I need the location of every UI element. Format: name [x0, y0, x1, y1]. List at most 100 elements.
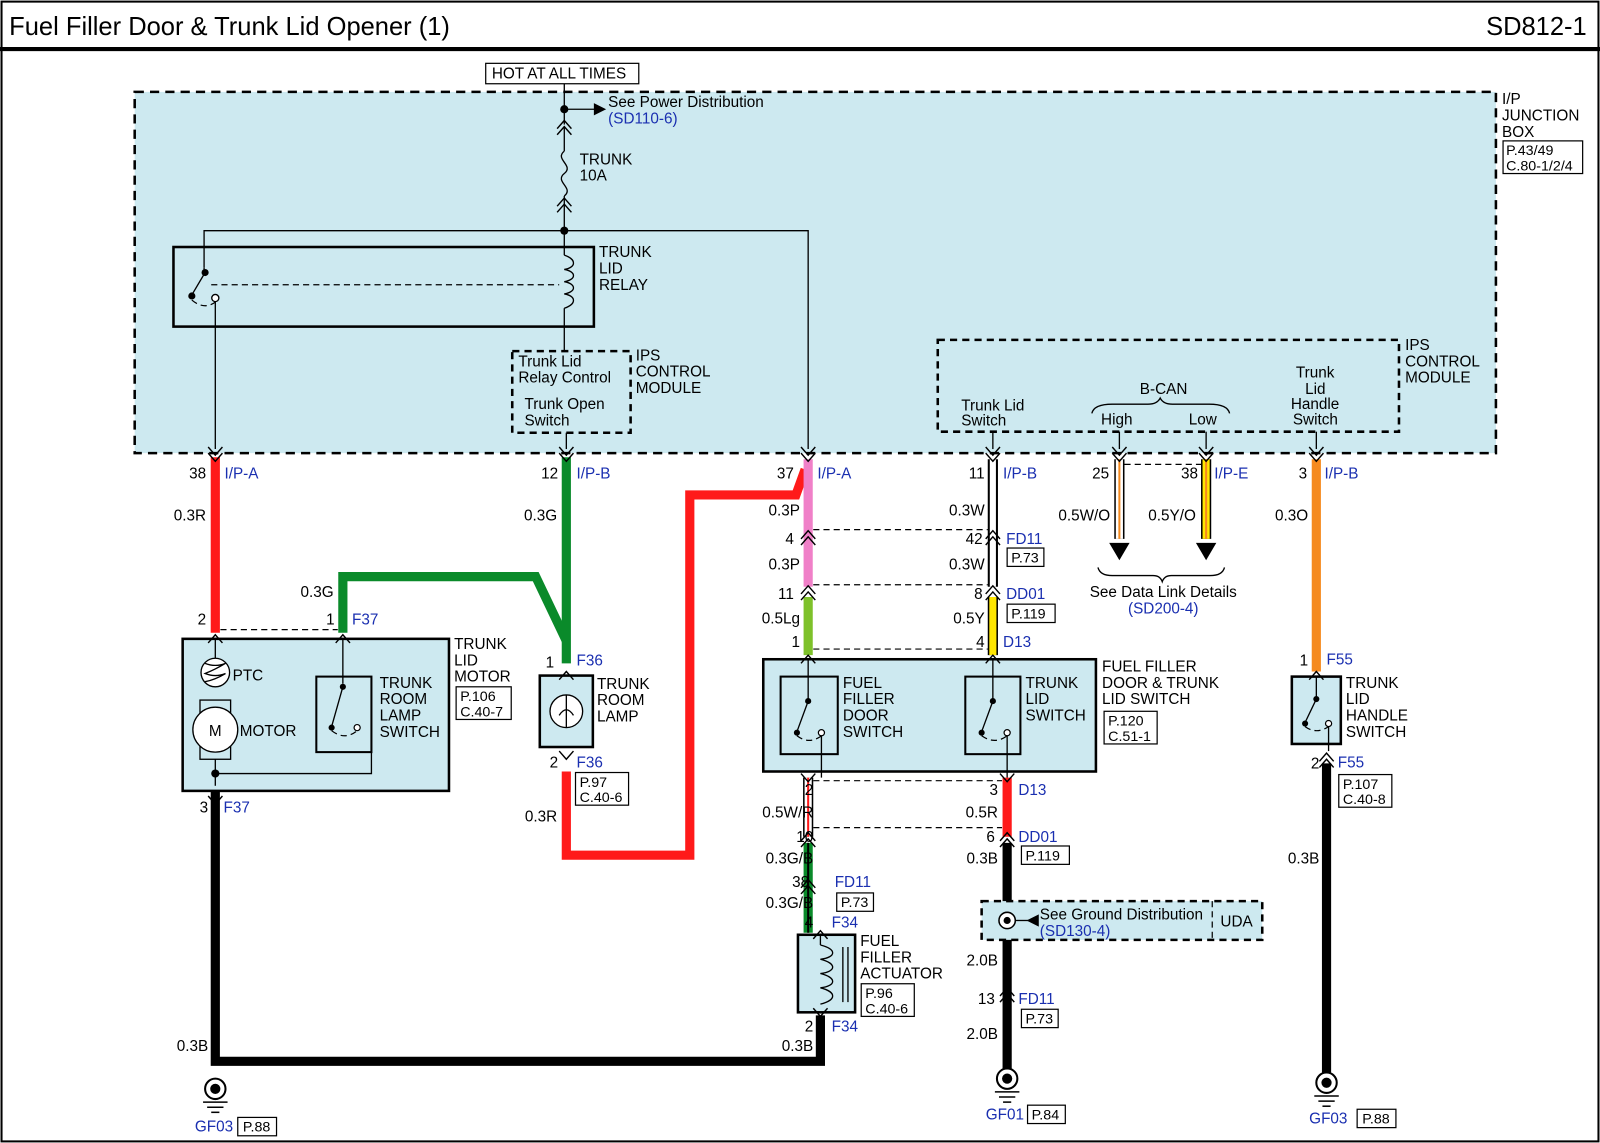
wire-label-0.3G/B-a: 0.3G/B [766, 850, 814, 867]
ffd-switch-arm [796, 700, 809, 732]
wire-label-2.0B-b: 2.0B [966, 1026, 997, 1043]
actuator-label-2: FILLER [860, 949, 912, 966]
ground-gf03-right-ref: P.88 [1362, 1112, 1390, 1128]
wire-label-0.3R-b: 0.3R [525, 809, 557, 826]
ground-gf03-left-ref: P.88 [243, 1120, 271, 1136]
actuator-label-1: FUEL [860, 933, 899, 950]
lamp-ref-box [574, 771, 630, 806]
conn-ipb-1: I/P-B [577, 466, 611, 483]
conn-ipb-3: I/P-B [1324, 466, 1358, 483]
wire-label-0.5Lg: 0.5Lg [762, 611, 800, 628]
motor-label: MOTOR [240, 723, 297, 740]
room-switch-arc [331, 730, 358, 737]
handle-label-3: HANDLE [1346, 707, 1408, 724]
conn-ipb-3-icon [1308, 446, 1325, 463]
tls-switch-contact [978, 729, 985, 736]
lamp-label-1: TRUNK [597, 676, 650, 693]
handle-ref-1: P.107 [1343, 777, 1379, 793]
ips1-label-2: CONTROL [636, 364, 711, 381]
conn-fd11-13-icon [999, 986, 1015, 1003]
pin-11-dd01: 11 [778, 586, 794, 603]
ptc-label: PTC [233, 668, 264, 685]
hot-at-all-times-box [485, 62, 640, 85]
wire-label-0.5W/R: 0.5W/R [762, 804, 813, 821]
motor-label-2: LID [454, 652, 478, 669]
pin-25: 25 [1092, 466, 1109, 483]
actuator-label-3: ACTUATOR [860, 966, 943, 983]
ips2-handle-1: Trunk [1296, 365, 1335, 382]
ffd-label-4: SWITCH [843, 724, 903, 741]
power-distribution-note: See Power Distribution [608, 94, 764, 111]
pin-42: 42 [966, 531, 983, 548]
tls-label-1: TRUNK [1026, 675, 1079, 692]
pin-2-f55: 2 [1311, 755, 1320, 772]
pin-2-lamp: 2 [550, 754, 559, 771]
data-link-arrow-low-icon [1195, 542, 1217, 561]
tls-switch-open-contact [1003, 729, 1011, 737]
pin-1-ff: 1 [791, 634, 800, 651]
conn-fd11-42-icon [985, 529, 1001, 546]
conn-d13-b: D13 [1018, 782, 1046, 799]
pin-1-lamp: 1 [546, 654, 555, 671]
relay-contact [188, 292, 196, 300]
conn-ipa-38-icon [207, 446, 223, 463]
wire-0.3G-room-switch [338, 572, 571, 643]
pin-2-ff: 2 [805, 782, 814, 799]
dd01-b-ref: P.119 [1026, 848, 1060, 864]
bcan-brace [1091, 396, 1231, 414]
ips-module-1 [510, 349, 632, 435]
pin-12: 12 [541, 466, 558, 483]
conn-ipe-38-icon [1198, 446, 1214, 463]
ips2-label-1: IPS [1405, 337, 1430, 354]
ground-distribution-note: See Ground Distribution [1040, 906, 1203, 923]
dd01-b-ref-box [1020, 845, 1071, 865]
conn-f55-a: F55 [1327, 651, 1353, 668]
conn-fd11-c: FD11 [835, 874, 871, 891]
power-distribution-ref: (SD110-6) [608, 111, 677, 128]
fuel-filler-door-switch [779, 675, 839, 756]
handle-pin1-icon [1308, 670, 1325, 681]
wire-label-0.5Y: 0.5Y [953, 611, 984, 628]
jb-ref-1: P.43/49 [1506, 143, 1553, 159]
pin-37: 37 [777, 466, 794, 483]
conn-ipa-2: I/P-A [817, 466, 852, 483]
ips2-label-3: MODULE [1405, 370, 1470, 387]
ips2-label-2: CONTROL [1405, 353, 1480, 370]
ffs-pin1-icon [800, 654, 816, 664]
motor-label-3: MOTOR [454, 669, 511, 686]
ground-gf03-right-ref-box [1356, 1108, 1397, 1129]
ground-gf01-label: GF01 [986, 1106, 1024, 1123]
ground-gf03-right-dot [1321, 1077, 1332, 1088]
handle-switch-arm [1304, 698, 1317, 723]
dd01-a-ref-box [1006, 603, 1056, 624]
motor-icon [192, 706, 239, 753]
relay-contact-arc [191, 299, 216, 307]
motor-label-1: TRUNK [454, 636, 507, 653]
conn-f36-a: F36 [577, 652, 603, 669]
fd11-b-ref-box [1020, 1008, 1059, 1029]
motor-pin2-icon [207, 633, 223, 644]
ips2-handle-2: Lid [1305, 381, 1325, 398]
ffs-ref-box [1103, 710, 1158, 745]
relay-label-2: LID [599, 261, 623, 278]
motor-ref-2: C.40-7 [460, 704, 503, 720]
wire-label-0.3R-a: 0.3R [174, 507, 206, 524]
conn-f37-a: F37 [352, 612, 378, 629]
ips1-input-1: Trunk Lid [518, 353, 581, 370]
ffs-label-3: LID SWITCH [1102, 691, 1190, 708]
data-link-brace [1097, 567, 1226, 584]
ptc-coil [203, 662, 226, 683]
room-lamp-switch-label-4: SWITCH [380, 724, 440, 741]
tls-switch-arc [981, 735, 1008, 741]
fuel-filler-actuator [796, 933, 857, 1014]
ffd-label-2: FILLER [843, 691, 895, 708]
conn-dd01-a: DD01 [1006, 586, 1045, 603]
conn-f55-2-icon [1318, 752, 1335, 768]
conn-dd01-b: DD01 [1018, 829, 1057, 846]
conn-f36-b: F36 [577, 754, 603, 771]
fd11-a-ref: P.73 [1011, 550, 1039, 566]
room-lamp-switch-label-2: ROOM [380, 691, 428, 708]
ground-gf03-left [203, 1077, 228, 1114]
conn-ipa-1: I/P-A [224, 466, 259, 483]
fuse-bottom-connector-icon [556, 196, 572, 213]
